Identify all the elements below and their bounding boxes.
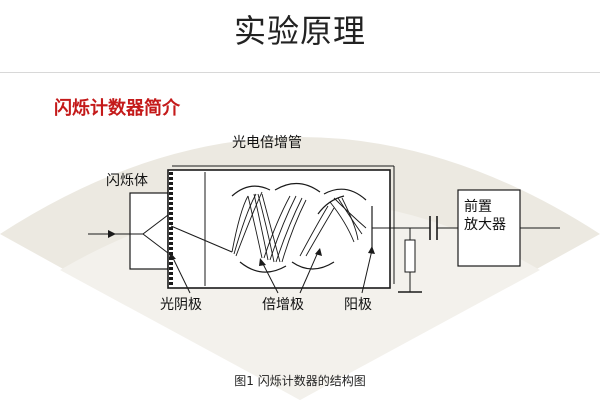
dynode-6 [317, 195, 345, 215]
page-title: 实验原理 [233, 12, 366, 50]
dynode-4 [291, 261, 335, 270]
figure-caption: 图1 闪烁计数器的结构图 [234, 374, 366, 388]
label-photocathode: 光阴极 [160, 297, 202, 313]
dynode-2 [239, 261, 287, 273]
photoelectron-path [170, 225, 233, 253]
pointer-dynode-b-arrow-icon [315, 248, 322, 256]
preamplifier-box [457, 189, 521, 267]
dynode-3 [274, 182, 321, 193]
label-dynode: 倍增极 [262, 297, 304, 313]
section-heading: 闪烁计数器简介 [54, 98, 180, 119]
label-photomultiplier: 光电倍增管 [232, 135, 302, 151]
scintillator-box [129, 192, 169, 270]
load-resistor [404, 239, 416, 273]
pointer-dynode-a [261, 261, 279, 294]
dynode-1 [231, 185, 271, 197]
pointer-anode [361, 249, 373, 294]
label-anode: 阳极 [344, 297, 372, 313]
label-scintillator: 闪烁体 [106, 173, 148, 189]
pointer-photocathode [171, 255, 191, 294]
incoming-radiation-arrow-icon [108, 230, 116, 238]
pointer-photocathode-arrow-icon [169, 252, 176, 259]
title-divider [0, 72, 600, 73]
electron-cascade [231, 191, 367, 263]
pointer-dynode-b [299, 251, 319, 294]
dynode-5 [323, 188, 367, 201]
label-preamp-line1: 前置 [464, 199, 492, 215]
label-preamp-line2: 放大器 [464, 217, 506, 233]
pointer-anode-arrow-icon [368, 246, 375, 254]
pointer-dynode-a-arrow-icon [259, 258, 266, 266]
